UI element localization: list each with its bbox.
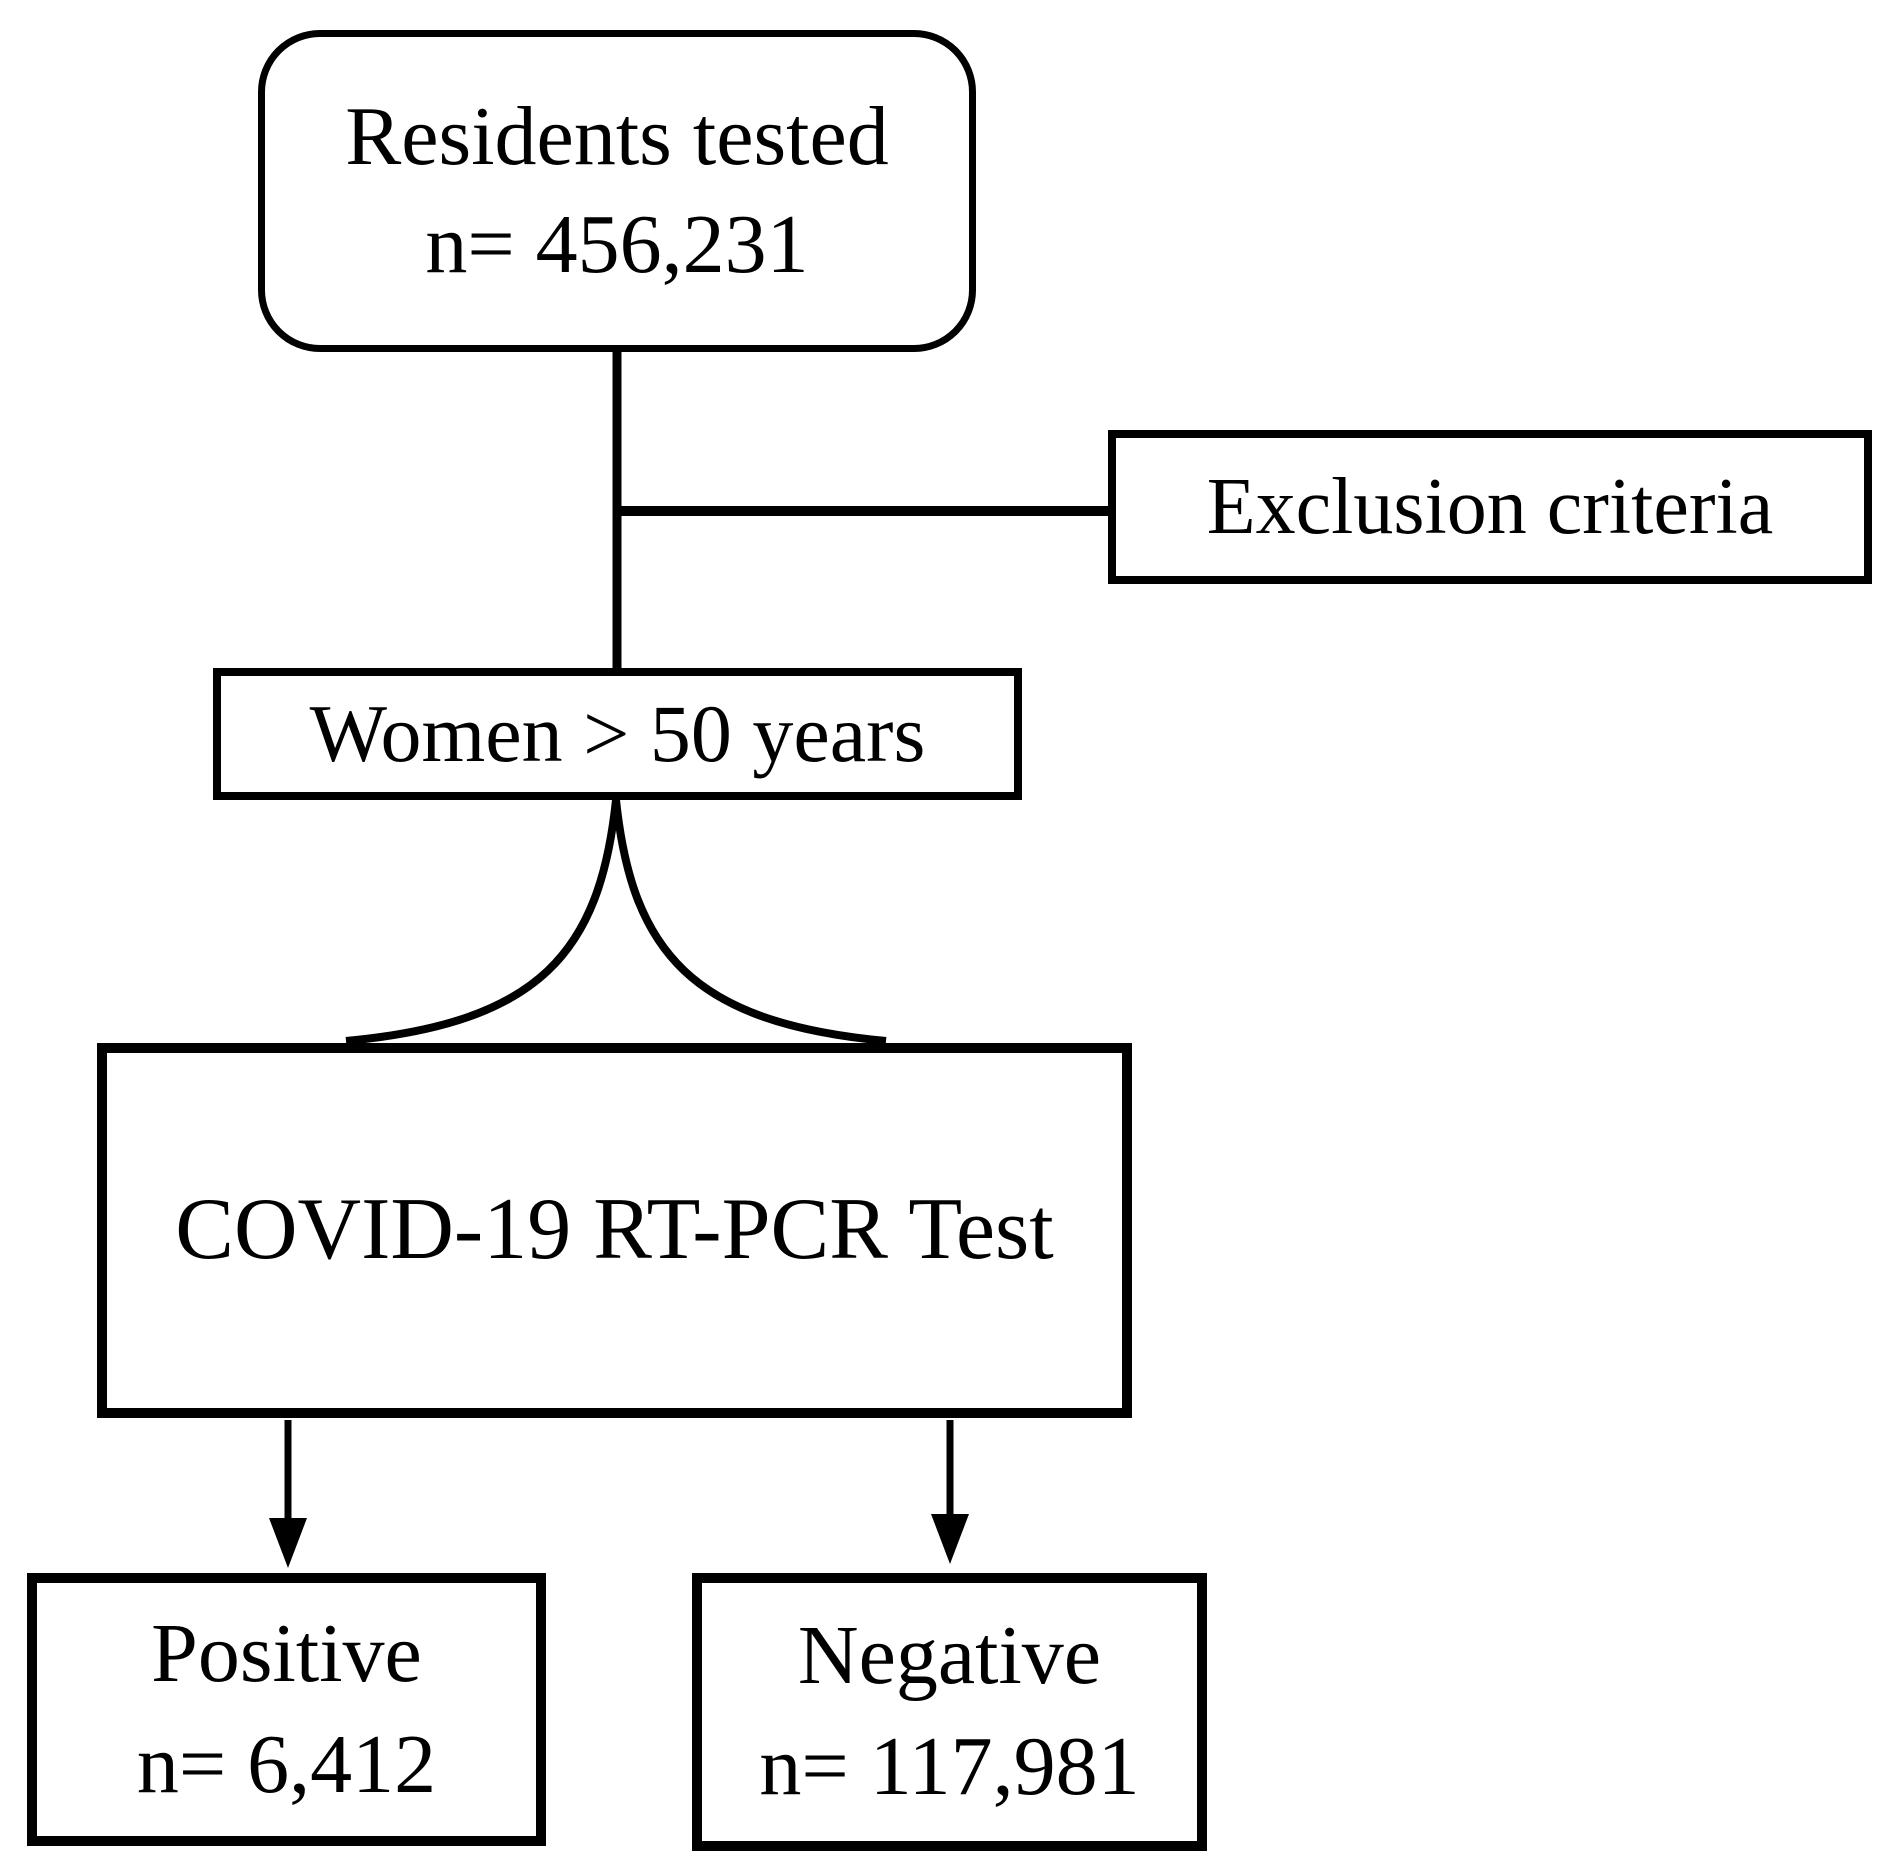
node-women-over-50: Women > 50 years <box>213 668 1022 800</box>
residents-tested-count: n= 456,231 <box>425 198 809 291</box>
positive-label: Positive <box>151 1606 422 1700</box>
node-positive-result: Positive n= 6,412 <box>27 1573 546 1846</box>
connector-funnel-curve <box>345 799 887 1045</box>
negative-count: n= 117,981 <box>759 1720 1140 1813</box>
positive-count: n= 6,412 <box>136 1717 437 1811</box>
women-over-50-label: Women > 50 years <box>309 687 926 779</box>
node-covid-rtpcr-test: COVID-19 RT-PCR Test <box>97 1043 1132 1418</box>
node-negative-result: Negative n= 117,981 <box>692 1573 1207 1851</box>
node-exclusion-criteria: Exclusion criteria <box>1108 430 1872 584</box>
negative-label: Negative <box>797 1609 1102 1703</box>
node-residents-tested: Residents tested n= 456,231 <box>258 30 976 352</box>
arrowhead-down-icon <box>931 1514 969 1564</box>
residents-tested-label: Residents tested <box>345 90 889 184</box>
exclusion-criteria-label: Exclusion criteria <box>1206 462 1774 551</box>
covid-rtpcr-test-label: COVID-19 RT-PCR Test <box>175 1181 1054 1279</box>
arrowhead-down-icon <box>269 1518 307 1568</box>
